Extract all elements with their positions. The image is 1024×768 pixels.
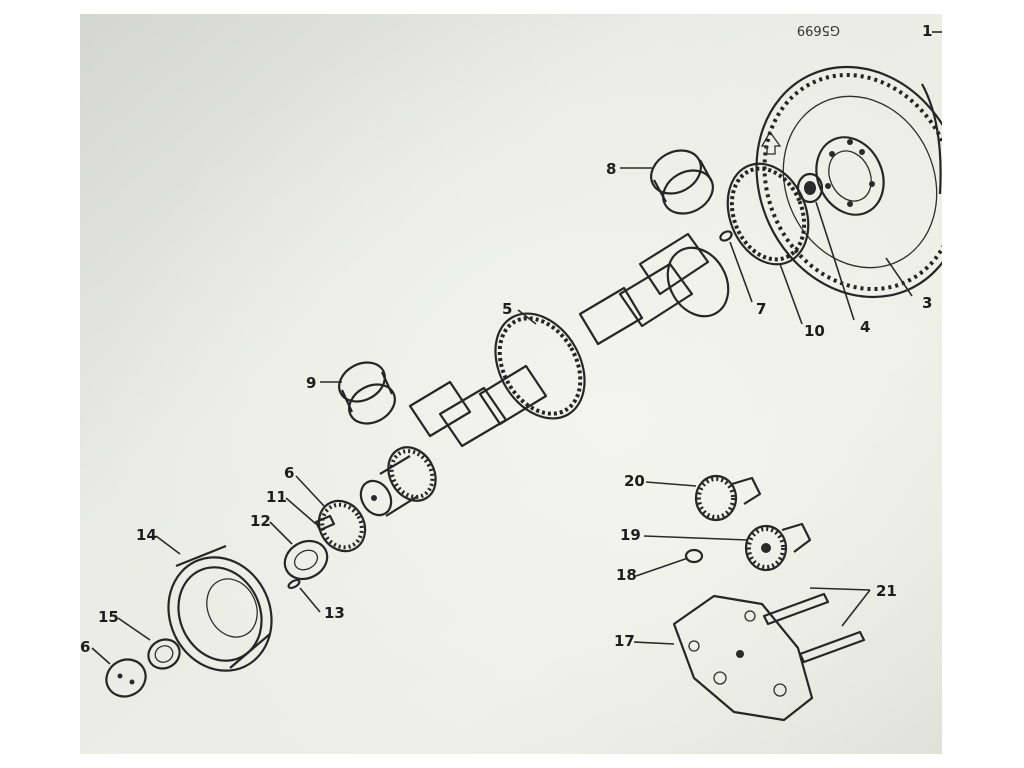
- idler-gear-lower: [744, 522, 812, 572]
- callout-13: 13: [324, 604, 345, 622]
- idler-shafts: [762, 592, 866, 664]
- dowel-pin: [719, 230, 733, 242]
- callout-4: 4: [860, 318, 870, 336]
- crank-pulley: [167, 544, 273, 672]
- main-bearing-front: [338, 361, 396, 425]
- main-bearing-rear: [650, 149, 714, 215]
- callout-12: 12: [250, 512, 271, 530]
- snap-ring: [684, 548, 704, 564]
- callout-19: 19: [620, 526, 641, 544]
- drawing-code: G5699: [797, 22, 840, 37]
- front-washer: [105, 658, 147, 698]
- callout-10: 10: [804, 322, 825, 340]
- pin: [287, 578, 301, 590]
- crank-gear: [317, 499, 367, 553]
- callout-21: 21: [876, 582, 897, 600]
- callout-6-washer: 6: [80, 638, 90, 656]
- callout-1: 1: [922, 22, 932, 40]
- callout-3: 3: [922, 294, 932, 312]
- callout-labels: 1 3 4 5 6 7 8 9 10 11 12 13 14 15 6 17 1: [80, 22, 942, 665]
- callout-5: 5: [502, 300, 512, 318]
- callout-9: 9: [306, 374, 316, 392]
- callout-18: 18: [616, 566, 637, 584]
- callout-14: 14: [136, 526, 157, 544]
- callout-15: 15: [98, 608, 119, 626]
- callout-17: 17: [614, 632, 635, 650]
- flywheel: [755, 65, 942, 299]
- exploded-parts-diagram: G5699: [80, 14, 942, 754]
- callout-6-gear: 6: [284, 464, 294, 482]
- front-seal: [147, 638, 181, 670]
- ring-gear: [726, 162, 810, 266]
- callout-7: 7: [756, 300, 766, 318]
- woodruff-key: [314, 514, 336, 532]
- gear-housing: [672, 594, 814, 722]
- callout-20: 20: [624, 472, 645, 490]
- spacer-ring: [283, 539, 329, 581]
- screen-glare: [80, 14, 942, 754]
- idler-gear-upper: [694, 474, 762, 522]
- callout-8: 8: [606, 160, 616, 178]
- diagram-canvas: G5699: [80, 14, 942, 754]
- callout-11: 11: [266, 488, 287, 506]
- crankshaft: [359, 232, 730, 517]
